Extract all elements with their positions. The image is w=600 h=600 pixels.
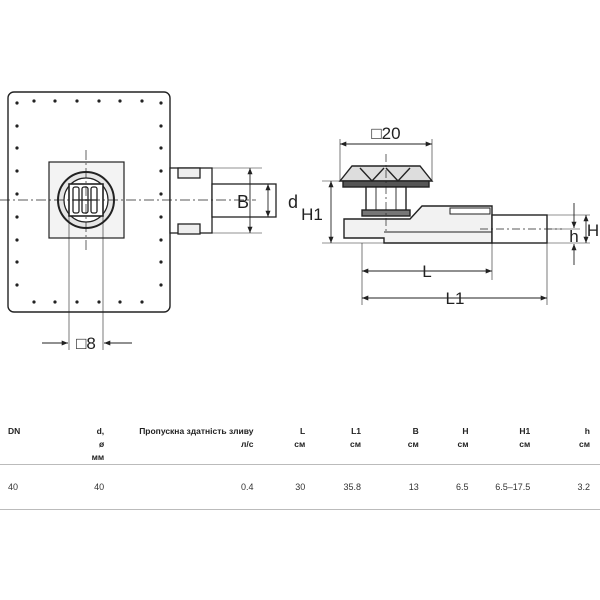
cell-H: 6.5 — [455, 482, 469, 492]
cell-dn: 40 — [8, 482, 19, 492]
cell-L1: 35.8 — [343, 482, 362, 492]
technical-drawing: B d □8 — [0, 91, 599, 353]
cell-h: 3.2 — [577, 482, 590, 492]
header-dn: DN — [8, 426, 21, 436]
label-L: L — [422, 262, 431, 281]
label-H: H — [587, 221, 599, 240]
mounting-holes — [15, 99, 163, 304]
label-L1: L1 — [446, 289, 465, 308]
cell-B: 13 — [408, 482, 419, 492]
label-side-square: □20 — [371, 124, 400, 143]
cell-flow: 0.4 — [240, 482, 254, 492]
label-h: h — [569, 227, 578, 246]
outlet-nut-top — [177, 167, 201, 179]
label-B: B — [237, 192, 249, 212]
plan-view — [0, 91, 277, 350]
outlet-pipe — [211, 183, 277, 218]
table-row: 40 40 0.4 30 35.8 13 6.5 6.5–17.5 3.2 — [0, 465, 600, 510]
label-H1: H1 — [301, 205, 323, 224]
side-view — [322, 139, 590, 305]
label-d: d — [288, 192, 298, 212]
cell-L: 30 — [295, 482, 306, 492]
cell-H1: 6.5–17.5 — [495, 482, 531, 492]
cell-d: 40 — [94, 482, 105, 492]
label-plan-square: □8 — [76, 334, 96, 353]
outlet-nut-bottom — [177, 223, 201, 235]
